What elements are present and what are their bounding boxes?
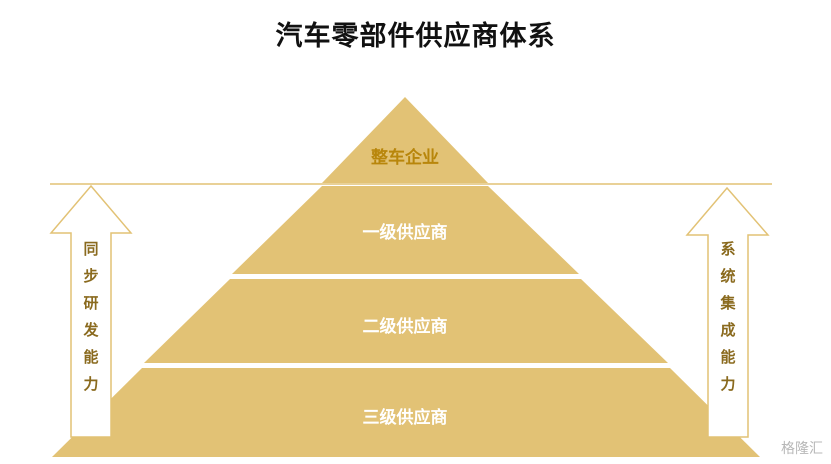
left-arrow-char: 步 [83,267,99,285]
tier2-band [144,279,668,363]
left-arrow-char: 发 [83,321,99,339]
left-arrow-char: 能 [83,348,99,366]
left-arrow-char: 力 [83,375,99,393]
right-up-arrow [685,186,770,438]
tier1-band [232,186,579,274]
left-arrow-char: 研 [83,294,99,312]
page-title: 汽车零部件供应商体系 [275,21,556,52]
tier2-label: 二级供应商 [362,317,448,337]
right-arrow-char: 力 [720,375,736,393]
tier3-label: 三级供应商 [362,408,448,428]
left-up-arrow [49,184,133,438]
right-arrow-char: 系 [720,240,736,258]
right-arrow-char: 统 [720,267,736,285]
watermark: 格隆汇 [781,441,823,457]
left-arrow-char: 同 [83,240,99,258]
tier1-label: 一级供应商 [362,223,448,243]
right-arrow-char: 能 [720,348,736,366]
left-arrow-label: 同 步 研 发 能 力 [79,236,103,398]
tier3-band [52,368,760,457]
pyramid-top-tier [322,97,488,183]
right-arrow-char: 集 [720,294,736,312]
right-arrow-label: 系 统 集 成 能 力 [716,236,740,398]
right-arrow-char: 成 [720,321,736,339]
oem-label: 整车企业 [371,148,439,168]
